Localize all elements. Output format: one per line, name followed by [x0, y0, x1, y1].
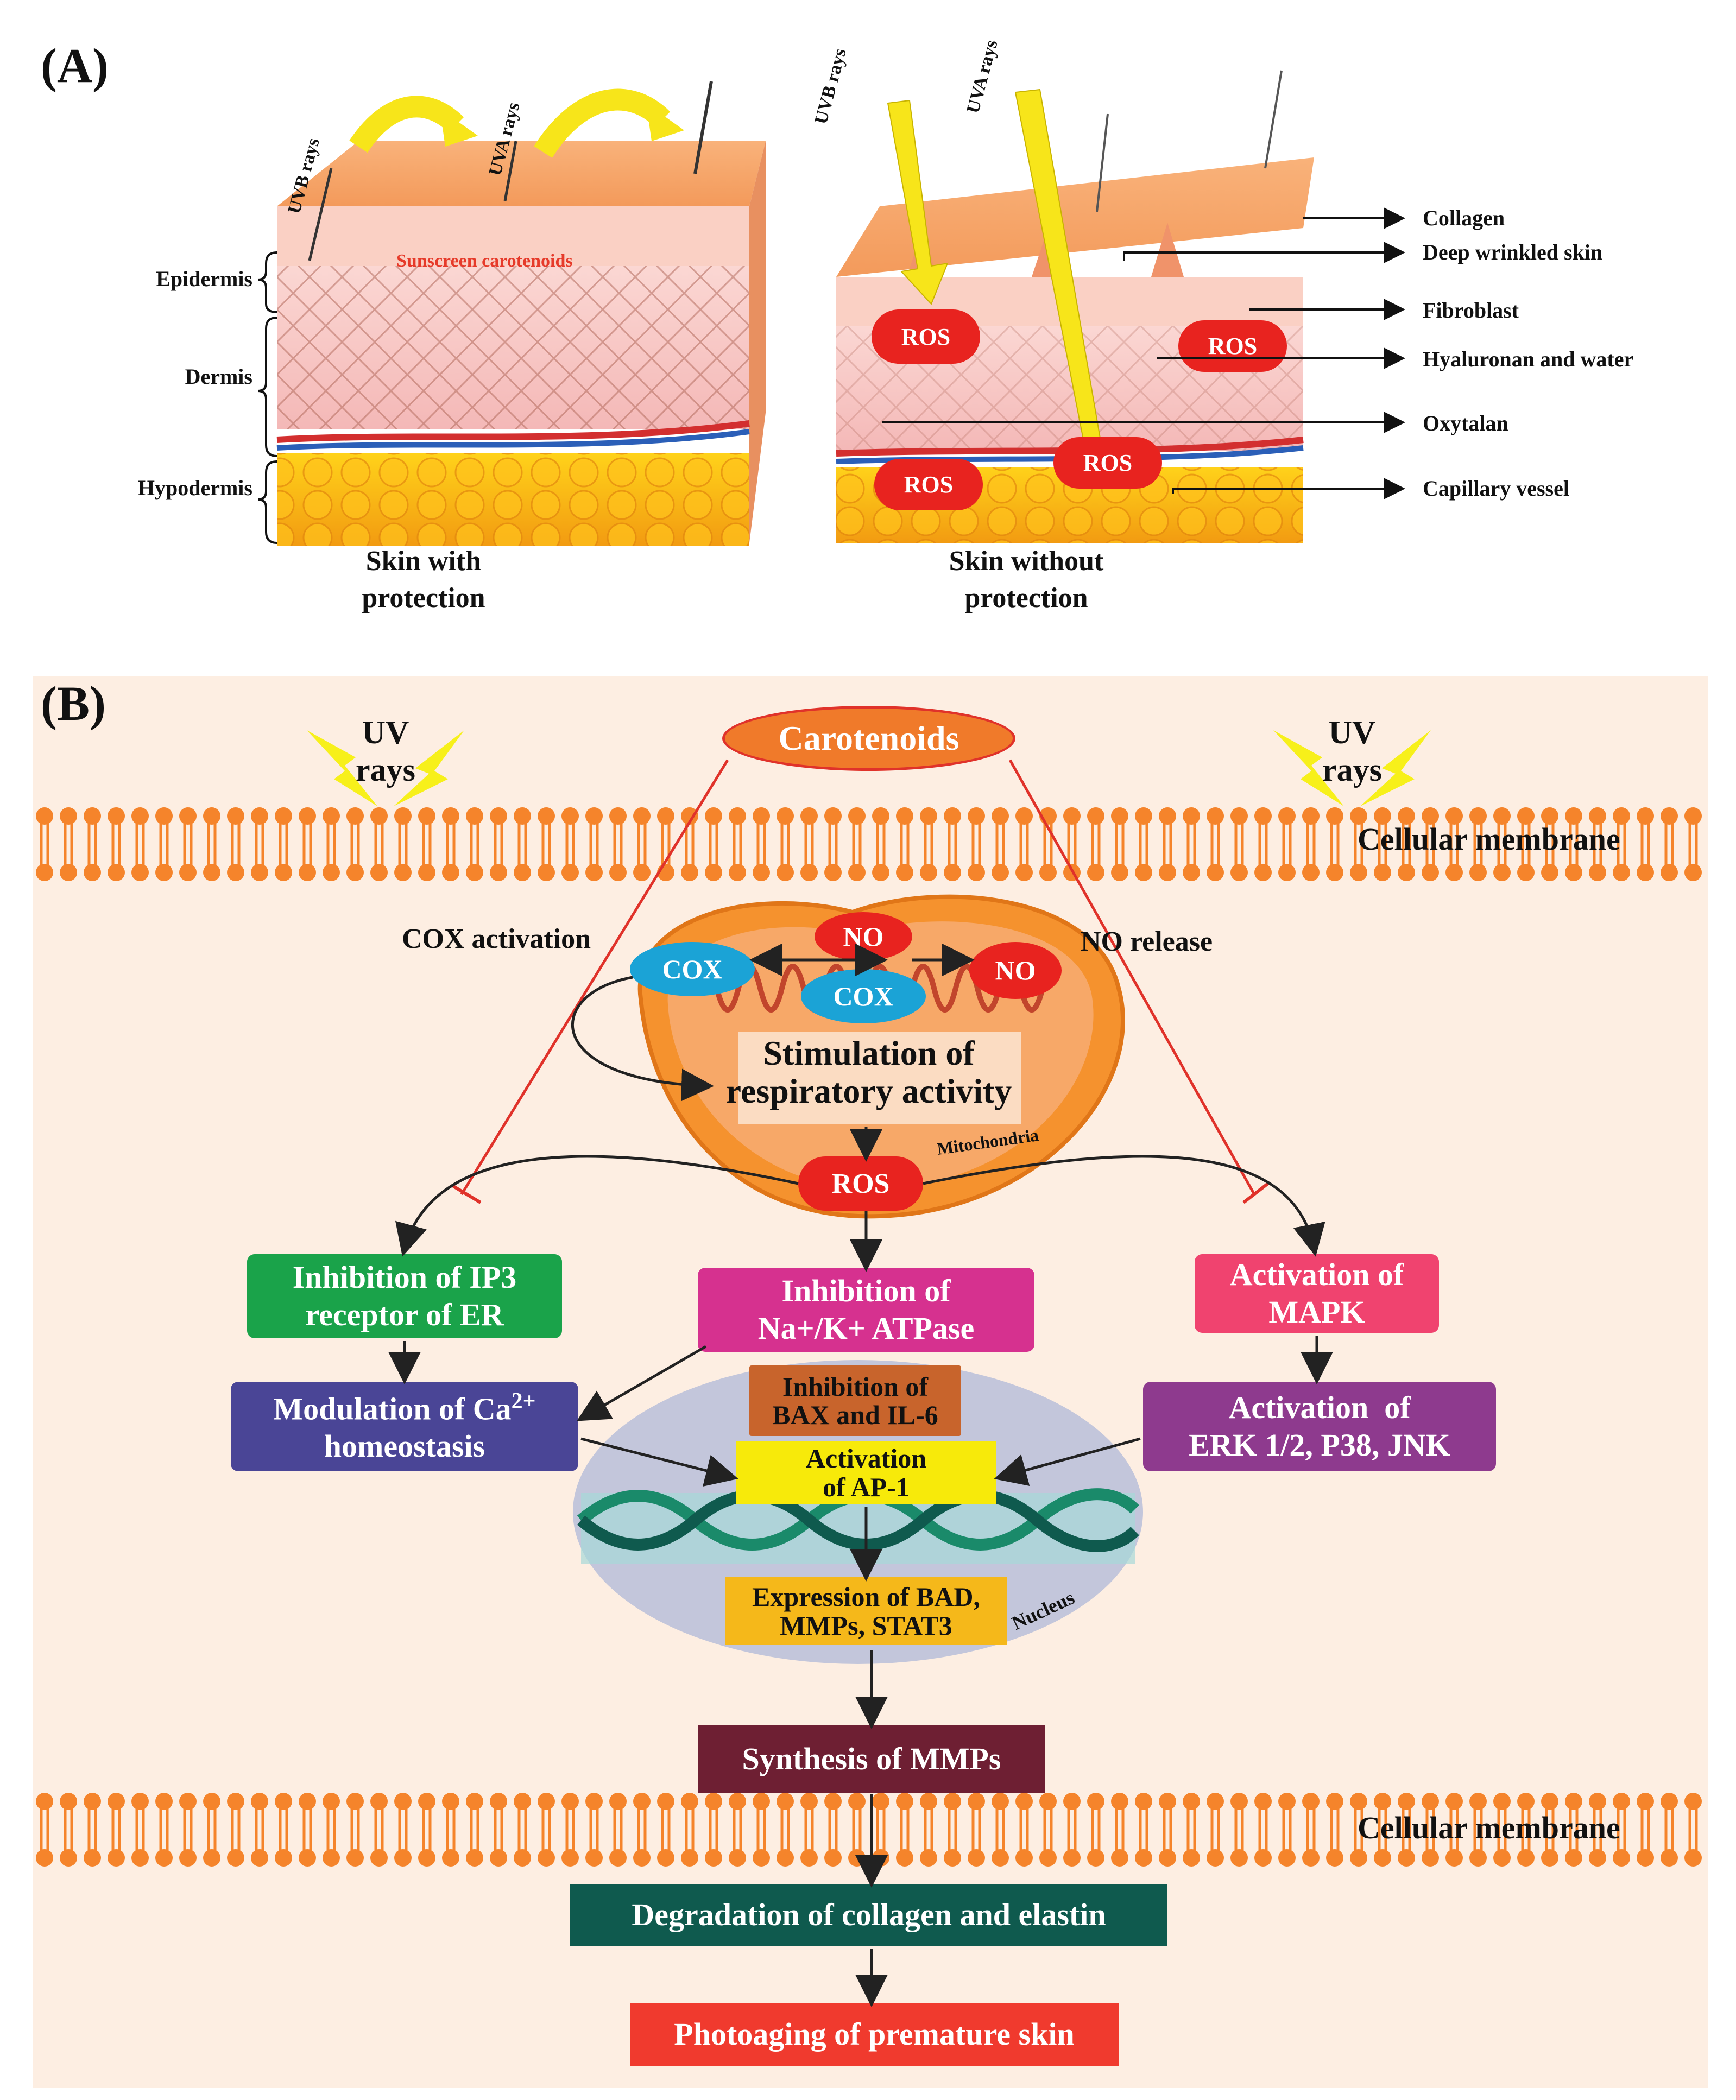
- mapk-line: MAPK: [1268, 1294, 1365, 1330]
- expression-line: MMPs, STAT3: [780, 1610, 952, 1641]
- epidermis-label: Epidermis: [156, 267, 252, 291]
- ros-bubble: ROS: [1178, 320, 1287, 372]
- sunscreen-carotenoids-label: Sunscreen carotenoids: [396, 251, 573, 271]
- erk-line: ERK 1/2, P38, JNK: [1189, 1427, 1450, 1463]
- uv-lightning-left: [307, 730, 464, 806]
- panel-a-label: (A): [41, 39, 109, 93]
- bax-line: Inhibition of: [782, 1371, 929, 1402]
- ros-bubble: ROS: [1053, 437, 1162, 489]
- calcium-text: Modulation of Ca2+homeostasis: [273, 1388, 535, 1465]
- caption-line: protection: [964, 582, 1088, 613]
- synthesis-mmps-box: Synthesis of MMPs: [698, 1725, 1045, 1793]
- no-node-right: NO: [969, 942, 1062, 999]
- degradation-box: Degradation of collagen and elastin: [570, 1884, 1167, 1946]
- erk-line: Activation of: [1228, 1390, 1411, 1426]
- callout-fibroblast: Fibroblast: [1423, 298, 1519, 322]
- cox-activation-label: COX activation: [402, 924, 591, 954]
- uv-lightning-right: [1273, 730, 1431, 806]
- uv-line: rays: [1322, 752, 1382, 788]
- callout-collagen: Collagen: [1423, 206, 1505, 230]
- stimulation-line: Stimulation of: [763, 1034, 975, 1072]
- ip3-line: receptor of ER: [305, 1296, 504, 1332]
- uv-line: UV: [1328, 714, 1376, 750]
- ros-bubble: ROS: [874, 459, 983, 510]
- no-release-label: NO release: [1081, 926, 1213, 957]
- bax-line: BAX and IL-6: [772, 1400, 938, 1430]
- stimulation-respiratory-activity: Stimulation of respiratory activity: [717, 1034, 1021, 1111]
- dermis-label: Dermis: [185, 364, 252, 389]
- cellular-membrane-top: [33, 806, 1708, 882]
- uv-rays-left-label: UV rays: [342, 714, 429, 789]
- expression-text: Expression of BAD,MMPs, STAT3: [752, 1583, 980, 1640]
- callout-deep-wrinkled-skin: Deep wrinkled skin: [1423, 240, 1603, 264]
- skin-with-protection-illustration: [276, 81, 766, 546]
- callout-hyaluronan: Hyaluronan and water: [1423, 347, 1634, 371]
- membrane-label-bottom: Cellular membrane: [1358, 1810, 1620, 1845]
- uv-rays-right-label: UV rays: [1309, 714, 1396, 789]
- cox-node-left: COX: [630, 942, 755, 996]
- atpase-line: Inhibition of: [781, 1273, 951, 1309]
- caption-line: protection: [362, 582, 485, 613]
- panel-b-label: (B): [41, 677, 106, 731]
- skin-with-protection-caption: Skin with protection: [315, 543, 532, 616]
- calcium-prefix: Modulation of Ca: [273, 1391, 512, 1427]
- caption-line: Skin with: [365, 546, 482, 577]
- uv-line: rays: [356, 752, 415, 788]
- layer-braces: [257, 251, 277, 544]
- ros-node-mitochondria: ROS: [798, 1156, 923, 1211]
- modulation-calcium-box: Modulation of Ca2+homeostasis: [231, 1382, 578, 1471]
- hypodermis-label: Hypodermis: [137, 476, 252, 500]
- membrane-label-top: Cellular membrane: [1358, 821, 1620, 857]
- ip3-line: Inhibition of IP3: [292, 1260, 517, 1295]
- cox-node-center: COX: [801, 969, 926, 1023]
- calcium-line: Modulation of Ca2+: [273, 1388, 535, 1428]
- skin-without-protection-caption: Skin without protection: [885, 543, 1167, 616]
- mapk-line: Activation of: [1229, 1257, 1404, 1293]
- atpase-line: Na+/K+ ATPase: [757, 1310, 975, 1346]
- ap1-line: of AP-1: [823, 1471, 910, 1502]
- expression-line: Expression of BAD,: [752, 1582, 980, 1612]
- callout-oxytalan: Oxytalan: [1423, 411, 1508, 435]
- expression-box: Expression of BAD,MMPs, STAT3: [725, 1577, 1007, 1645]
- ap1-line: Activation: [805, 1443, 927, 1473]
- uv-line: UV: [362, 714, 409, 750]
- carotenoids-node: Carotenoids: [722, 706, 1015, 771]
- calcium-superscript: 2+: [511, 1388, 536, 1414]
- calcium-line: homeostasis: [324, 1428, 485, 1464]
- photoaging-box: Photoaging of premature skin: [630, 2003, 1119, 2066]
- caption-line: Skin without: [949, 546, 1104, 577]
- callout-capillary-vessel: Capillary vessel: [1423, 476, 1569, 501]
- callout-lines: [882, 207, 1405, 499]
- ros-bubble: ROS: [872, 309, 980, 364]
- stimulation-line: respiratory activity: [725, 1072, 1012, 1111]
